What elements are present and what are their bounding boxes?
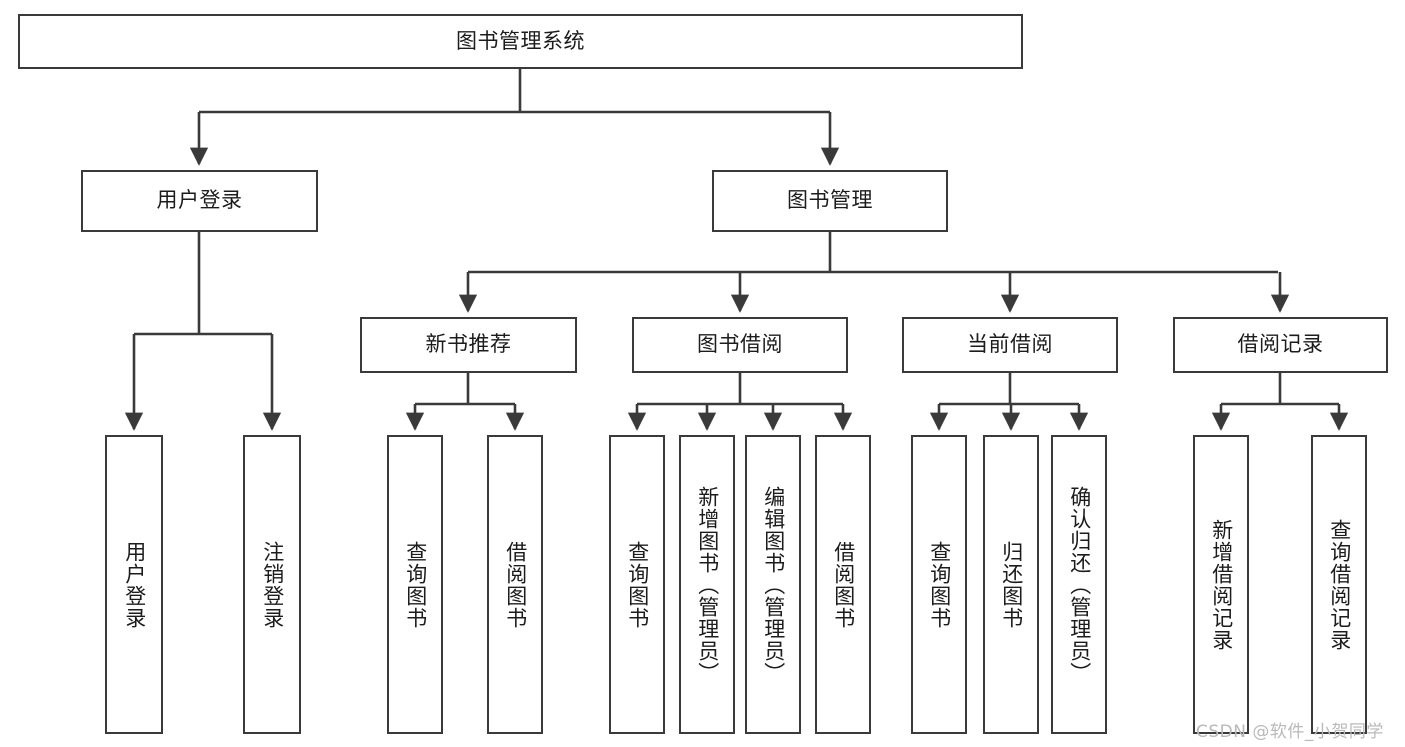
leaf-add-borrow-record-label: 新增借阅记录 (1209, 518, 1234, 651)
node-current-borrow-label: 当前借阅 (967, 332, 1053, 357)
leaf-query-books-new-label: 查询图书 (403, 540, 428, 629)
leaf-query-borrow-record-label: 查询借阅记录 (1327, 518, 1352, 651)
leaf-borrow-books-new[interactable]: 借阅图书 (487, 435, 543, 734)
node-book-management[interactable]: 图书管理 (712, 170, 948, 232)
watermark-text: CSDN @软件_小贺同学 (1196, 722, 1384, 742)
leaf-add-borrow-record[interactable]: 新增借阅记录 (1193, 435, 1249, 734)
leaf-return-books-label: 归还图书 (999, 540, 1024, 629)
node-root-label: 图书管理系统 (456, 28, 585, 53)
node-root[interactable]: 图书管理系统 (18, 14, 1023, 69)
node-current-borrow[interactable]: 当前借阅 (902, 317, 1118, 373)
node-new-book-recommend[interactable]: 新书推荐 (360, 317, 577, 373)
leaf-borrow-books-new-label: 借阅图书 (503, 540, 528, 629)
leaf-confirm-return-admin[interactable]: 确认归还（管理员） (1051, 435, 1107, 734)
leaf-edit-book-admin-label: 编辑图书（管理员） (761, 485, 786, 684)
leaf-query-books-borrow-label: 查询图书 (625, 540, 650, 629)
node-user-login-label: 用户登录 (156, 188, 243, 213)
leaf-query-books-current-label: 查询图书 (927, 540, 952, 629)
leaf-borrow-books-label: 借阅图书 (831, 540, 856, 629)
leaf-query-borrow-record[interactable]: 查询借阅记录 (1311, 435, 1367, 734)
node-borrow-records-label: 借阅记录 (1237, 332, 1324, 357)
leaf-borrow-books[interactable]: 借阅图书 (815, 435, 871, 734)
leaf-user-login[interactable]: 用户登录 (105, 435, 163, 734)
leaf-logout[interactable]: 注销登录 (243, 435, 301, 734)
node-book-management-label: 图书管理 (787, 188, 873, 213)
node-book-borrow[interactable]: 图书借阅 (632, 317, 848, 373)
leaf-query-books-current[interactable]: 查询图书 (911, 435, 967, 734)
node-user-login[interactable]: 用户登录 (81, 170, 318, 232)
leaf-confirm-return-admin-label: 确认归还（管理员） (1067, 485, 1092, 684)
leaf-edit-book-admin[interactable]: 编辑图书（管理员） (745, 435, 801, 734)
leaf-return-books[interactable]: 归还图书 (983, 435, 1039, 734)
leaf-add-book-admin-label: 新增图书（管理员） (695, 485, 720, 684)
leaf-user-login-label: 用户登录 (122, 540, 147, 629)
leaf-logout-label: 注销登录 (260, 540, 285, 629)
leaf-query-books-borrow[interactable]: 查询图书 (609, 435, 665, 734)
node-book-borrow-label: 图书借阅 (697, 332, 783, 357)
leaf-add-book-admin[interactable]: 新增图书（管理员） (679, 435, 735, 734)
node-new-book-recommend-label: 新书推荐 (425, 332, 512, 357)
leaf-query-books-new[interactable]: 查询图书 (387, 435, 443, 734)
node-borrow-records[interactable]: 借阅记录 (1173, 317, 1388, 373)
